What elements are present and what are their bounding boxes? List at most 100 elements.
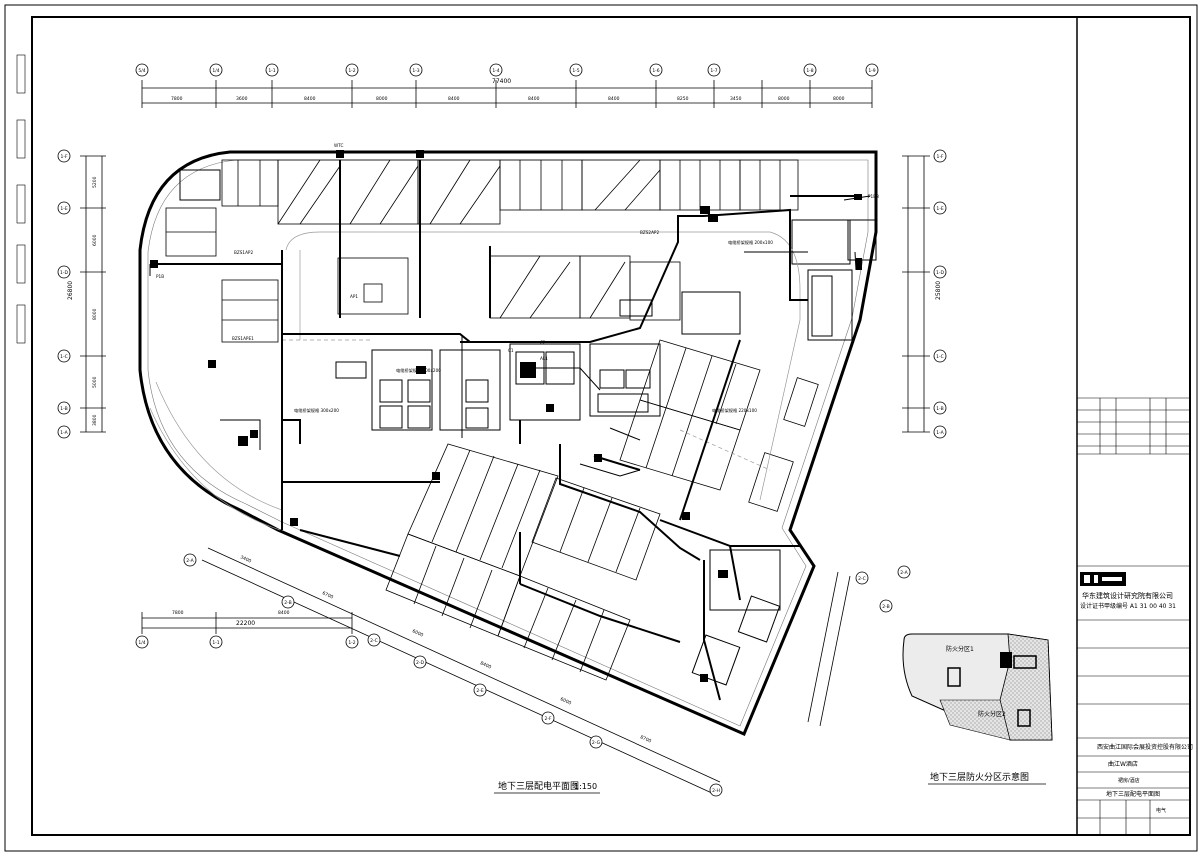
right-axis-bubbles: 1-F1-E1-D1-C1-B1-A bbox=[933, 149, 947, 439]
cable-tray-thin bbox=[149, 195, 871, 477]
callout-4: BZS2AP2 bbox=[640, 230, 659, 235]
callout-2: WTC bbox=[334, 143, 343, 148]
core-rooms bbox=[179, 169, 877, 686]
right-axis-5: 1-A bbox=[933, 425, 947, 439]
diagonal-axis-bubbles: 2-A2-B2-C2-D2-E2-F2-G2-H2-A2-B2-C3400670… bbox=[183, 553, 911, 797]
callout-3: BZS1AP2 bbox=[234, 250, 253, 255]
top-dimension-10: 8000 bbox=[833, 96, 845, 102]
bottom-axis-1: 1-1 bbox=[209, 635, 223, 649]
discipline: 电气 bbox=[1156, 807, 1166, 814]
project-name: 曲江W酒店 bbox=[1108, 760, 1138, 768]
right-total-dimension: 25800 bbox=[935, 281, 942, 300]
drawing-scale: 1:150 bbox=[574, 782, 597, 791]
top-axis-1-label: 1/4 bbox=[212, 68, 219, 74]
bottom-axis-1-label: 1-1 bbox=[212, 640, 219, 646]
certificate-number: 设计证书甲级编号 A1 31 00 40 31 bbox=[1080, 602, 1176, 610]
left-axis-1-label: 1-E bbox=[60, 206, 67, 212]
top-axis-3-label: 1-2 bbox=[348, 68, 355, 74]
bottom-dimension-chain bbox=[141, 612, 353, 634]
diag-dimension-5: 8700 bbox=[639, 734, 652, 744]
left-axis-3-label: 1-C bbox=[60, 354, 68, 360]
company-name: 华东建筑设计研究院有限公司 bbox=[1082, 591, 1173, 600]
left-axis-0: 1-F bbox=[57, 149, 71, 163]
left-dimension-3: 5000 bbox=[92, 376, 98, 388]
right-axis-2-label: 1-D bbox=[936, 270, 944, 276]
left-dimension-4: 3800 bbox=[92, 414, 98, 426]
top-dimension-7: 8250 bbox=[677, 96, 689, 102]
left-dimension-2: 8000 bbox=[92, 308, 98, 320]
diag-axis-4: 2-E bbox=[473, 683, 487, 697]
diag-right-axis-1: 2-B bbox=[879, 599, 893, 613]
building-outline bbox=[138, 150, 878, 736]
callout-0: P1B bbox=[156, 274, 164, 279]
diag-axis-0-label: 2-A bbox=[186, 558, 194, 564]
top-dimension-9: 8000 bbox=[778, 96, 790, 102]
left-axis-4-label: 1-B bbox=[60, 406, 67, 412]
callout-12: 电缆桥架规格 400x200 bbox=[396, 367, 441, 374]
right-axis-5-label: 1-A bbox=[936, 430, 944, 436]
diag-axis-7-label: 2-H bbox=[712, 788, 720, 794]
cable-tray-runs bbox=[150, 160, 856, 701]
top-dimension-chain bbox=[141, 80, 873, 108]
top-axis-4-label: 1-3 bbox=[412, 68, 419, 74]
right-axis-3: 1-C bbox=[933, 349, 947, 363]
diag-dimension-0: 3400 bbox=[239, 554, 252, 564]
diag-axis-3-label: 2-D bbox=[416, 660, 424, 666]
diag-right-axis-2: 2-C bbox=[855, 571, 869, 585]
left-axis-5-label: 1-A bbox=[60, 430, 68, 436]
top-dimension-2: 8400 bbox=[304, 96, 316, 102]
top-axis-9-label: 1-8 bbox=[806, 68, 813, 74]
bottom-dimension-0: 7800 bbox=[172, 610, 184, 616]
ramp-lines bbox=[149, 231, 801, 531]
top-dimension-0: 7800 bbox=[171, 96, 183, 102]
diag-right-axis-0-label: 2-A bbox=[900, 570, 908, 576]
top-axis-0: 5/4 bbox=[135, 63, 149, 77]
diag-axis-0: 2-A bbox=[183, 553, 197, 567]
right-axis-3-label: 1-C bbox=[936, 354, 944, 360]
diag-axis-5: 2-F bbox=[541, 711, 555, 725]
top-axis-10: 1-9 bbox=[865, 63, 879, 77]
top-axis-2-label: 1-1 bbox=[268, 68, 275, 74]
top-axis-4: 1-3 bbox=[409, 63, 423, 77]
callout-7: AL1 bbox=[540, 356, 548, 361]
diag-dimension-4: 6000 bbox=[559, 696, 572, 706]
top-axis-10-label: 1-9 bbox=[868, 68, 875, 74]
top-axis-3: 1-2 bbox=[345, 63, 359, 77]
bottom-axis-2-label: 1-2 bbox=[348, 640, 355, 646]
left-dimension-0: 5200 bbox=[92, 176, 98, 188]
fire-zone-1-label: 防火分区1 bbox=[946, 645, 974, 653]
right-axis-0-label: 1-F bbox=[936, 154, 943, 160]
top-axis-6-label: 1-5 bbox=[572, 68, 579, 74]
left-axis-2: 1-D bbox=[57, 265, 71, 279]
left-axis-3: 1-C bbox=[57, 349, 71, 363]
top-axis-5-label: 1-4 bbox=[492, 68, 499, 74]
title-block bbox=[1077, 397, 1190, 835]
callout-8: C1 bbox=[508, 348, 514, 353]
callout-10: 电缆桥架规格 200x100 bbox=[728, 239, 773, 246]
callout-9: C2 bbox=[540, 340, 546, 345]
sheet-title: 地下三层配电平面图 bbox=[1106, 790, 1160, 798]
fire-zone-keyplan: 防火分区1 防火分区2 bbox=[902, 633, 1053, 741]
company-logo bbox=[1080, 572, 1126, 586]
top-axis-8: 1-7 bbox=[707, 63, 721, 77]
fire-zone-2-label: 防火分区2 bbox=[978, 710, 1006, 718]
diagonal-parking bbox=[385, 339, 819, 681]
right-axis-2: 1-D bbox=[933, 265, 947, 279]
left-dimension-1: 6000 bbox=[92, 234, 98, 246]
diag-dimension-1: 6700 bbox=[321, 590, 334, 600]
distribution-panels bbox=[150, 150, 862, 682]
left-axis-bubbles: 1-F 1-E 1-D 1-C 1-B 1-A 5200 6000 8000 5000 3800 bbox=[57, 149, 98, 439]
top-axis-1: 1/4 bbox=[209, 63, 223, 77]
diag-right-axis-2-label: 2-C bbox=[858, 576, 866, 582]
subproject-name: 裙房/酒店 bbox=[1118, 777, 1140, 784]
client-name: 西安曲江国际会展投资控股有限公司 bbox=[1097, 743, 1193, 751]
callout-11: 电缆桥架规格 300x200 bbox=[294, 407, 339, 414]
diag-axis-5-label: 2-F bbox=[544, 716, 551, 722]
bottom-axis-0: 1/4 bbox=[135, 635, 149, 649]
diag-axis-6-label: 2-G bbox=[592, 740, 601, 746]
right-axis-4-label: 1-B bbox=[936, 406, 943, 412]
callout-13: 电缆桥架规格 220x100 bbox=[712, 407, 757, 414]
fire-zone-title: 地下三层防火分区示意图 bbox=[930, 771, 1029, 783]
top-axis-8-label: 1-7 bbox=[710, 68, 717, 74]
